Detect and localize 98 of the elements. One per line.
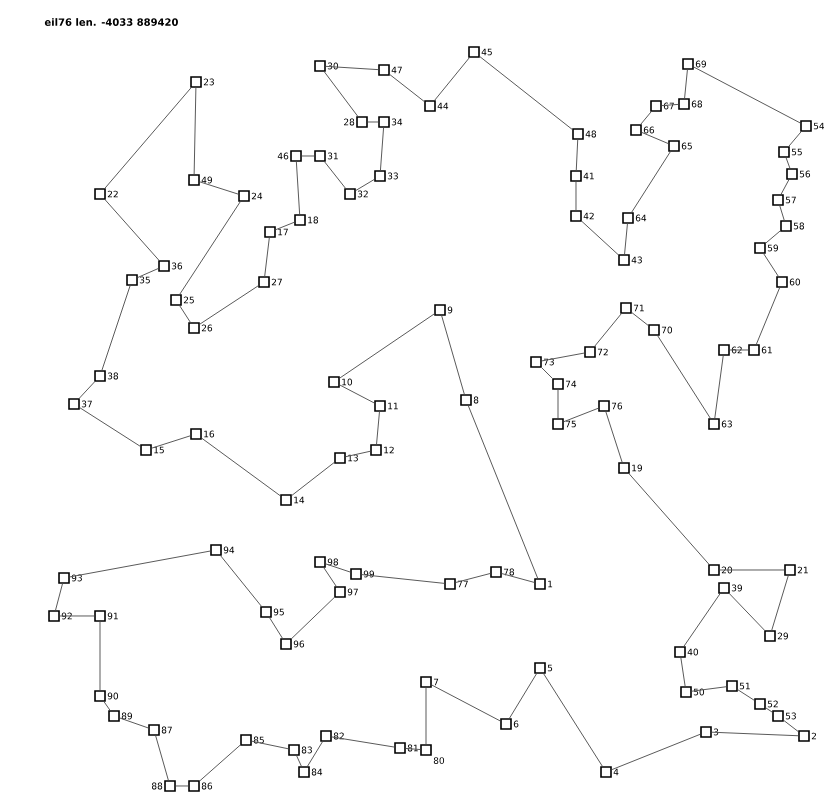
tour-line (711, 731, 799, 737)
tour-line (78, 381, 96, 399)
tour-line (755, 287, 781, 345)
tour-line (737, 689, 755, 701)
tour-line (640, 111, 652, 125)
tour-line (680, 657, 686, 687)
tour-line (691, 686, 727, 692)
tour-line (79, 407, 141, 447)
tour-line (55, 583, 63, 611)
tour-line (541, 352, 585, 362)
tour-line (455, 573, 491, 583)
tour-line (291, 462, 335, 496)
tour-line (763, 253, 779, 277)
tour-line (581, 220, 619, 256)
tour-line (467, 405, 539, 579)
tour-line (661, 103, 679, 107)
tour-line (193, 87, 197, 175)
tour-line (479, 56, 573, 130)
tour-line (605, 411, 623, 463)
tour-line (563, 407, 599, 423)
tour-line (785, 157, 791, 169)
tour-line (425, 687, 427, 745)
tour-line (376, 411, 380, 445)
tour-line (765, 707, 773, 713)
tour-line (269, 617, 283, 639)
tour-line (624, 223, 628, 255)
tour-line (405, 747, 421, 751)
tour-line (119, 717, 149, 729)
tour-line (251, 740, 289, 750)
tour-line (199, 285, 259, 325)
tour-line (137, 268, 159, 278)
tour-line (339, 313, 435, 379)
tour-line (179, 305, 191, 323)
tour-line (345, 450, 371, 458)
tour-line (307, 741, 323, 767)
tour-line (323, 567, 337, 587)
tour-line (611, 733, 701, 771)
tour-line (783, 719, 799, 732)
tour-line (264, 237, 270, 277)
tour-line (434, 57, 470, 101)
tour-line (431, 684, 501, 722)
tour-line (155, 735, 169, 781)
tour-line (323, 71, 359, 117)
tour-line (324, 161, 346, 189)
tour-line (788, 131, 802, 147)
tour-line (719, 569, 785, 571)
tour-line (575, 139, 579, 171)
tour-line (684, 69, 688, 99)
tour-line (379, 127, 385, 171)
tour-line (325, 563, 351, 573)
tour-line (275, 221, 295, 231)
tour-line (683, 593, 721, 647)
tour-line (780, 179, 790, 195)
tour-line (771, 575, 789, 631)
tour-line (441, 315, 465, 395)
tour-line (339, 384, 375, 404)
tour-line (331, 736, 395, 748)
tour-line (541, 367, 553, 379)
tour-line (295, 161, 301, 215)
tour-line (104, 87, 192, 189)
tour-line (714, 355, 724, 419)
tour-line (201, 437, 281, 497)
tour-line (301, 155, 315, 157)
tour-line (101, 285, 131, 371)
tour-line (729, 349, 749, 351)
tour-line (389, 74, 425, 102)
tour-line (594, 313, 622, 347)
tour-line (69, 550, 211, 578)
tour-line (628, 473, 710, 565)
tour-line (693, 66, 801, 124)
tour-line (779, 205, 785, 221)
tour-line (175, 785, 189, 787)
tour-line (296, 755, 302, 767)
tour-line (631, 312, 649, 326)
tour-line (631, 151, 671, 213)
tour-line (179, 201, 241, 295)
tour-line (361, 574, 445, 584)
tour-line (509, 673, 537, 719)
tour-line (367, 121, 379, 123)
tour-line (291, 597, 335, 639)
tour-line (104, 199, 160, 261)
tour-line (575, 181, 577, 211)
tour-line (220, 555, 262, 607)
tour-line (543, 673, 603, 767)
tour-line (151, 435, 191, 449)
tour-line (355, 178, 375, 191)
tour-line (199, 181, 239, 195)
tour-line (765, 230, 781, 244)
tour-line (199, 744, 241, 782)
tour-line (99, 621, 101, 691)
tour-line (641, 131, 669, 145)
tour-line (103, 701, 111, 711)
tour-line (325, 65, 379, 71)
tour-line (657, 335, 711, 419)
tour-line (729, 593, 765, 631)
tour-line (501, 573, 535, 583)
tour-line (557, 389, 559, 419)
tour-line (59, 615, 95, 617)
